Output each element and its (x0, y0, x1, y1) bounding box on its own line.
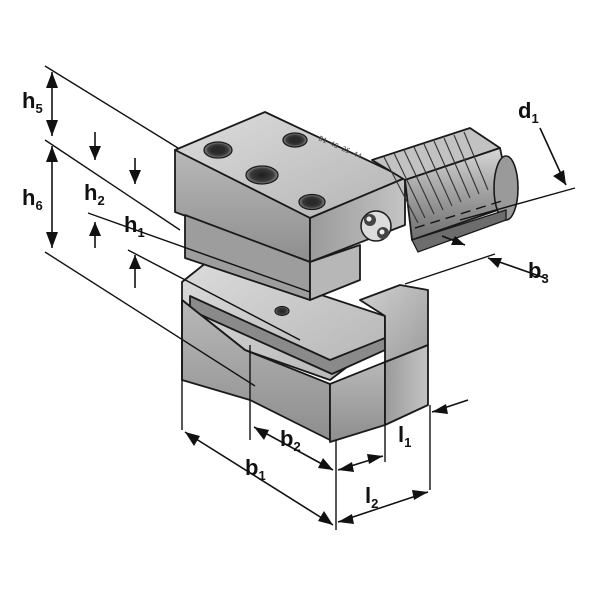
screw-hole-icon (203, 141, 233, 159)
label-b3: b3 (528, 258, 549, 286)
dimension-lines (44, 65, 576, 530)
label-h2: h2 (84, 180, 105, 208)
label-h5: h5 (22, 88, 43, 116)
label-b1: b1 (245, 455, 266, 483)
end-block-top (359, 284, 429, 363)
serrated-shank (371, 127, 519, 253)
screw-hole-icon (282, 132, 308, 148)
label-d1: d1 (518, 98, 539, 126)
slide-hole-icon (274, 305, 290, 317)
center-hole-icon (245, 165, 279, 185)
label-l2: l2 (365, 483, 378, 511)
label-h6: h6 (22, 185, 43, 213)
dimension-labels: h5 h6 h2 h1 d1 b3 b2 b1 l1 l2 (22, 88, 549, 511)
screw-hole-icon (298, 193, 326, 211)
label-b2: b2 (280, 426, 301, 454)
upper-block: B1 40 25 44 (174, 111, 406, 301)
label-h1: h1 (124, 212, 145, 240)
neck-side (309, 244, 361, 301)
label-l1: l1 (398, 422, 411, 450)
coolant-connector-icon (360, 210, 392, 242)
lower-block (181, 257, 429, 443)
upper-block-side-face (309, 177, 406, 263)
